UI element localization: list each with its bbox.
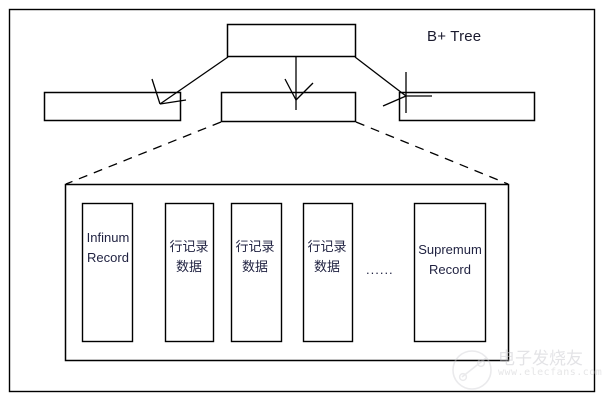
arrow-root-to-right-leaf [354,56,432,113]
expansion-connector-right [355,121,509,185]
cell-box-row-1[interactable] [164,202,215,343]
cell-label-row-3: 行记录 数据 [307,240,347,275]
watermark-logo-icon [452,350,492,390]
page-title: B+ Tree [427,28,482,45]
watermark: 电子发烧友 www.elecfans.com [452,342,603,396]
tree-leaf-node-middle[interactable] [220,91,357,123]
watermark-text: 电子发烧友 [498,349,583,369]
cell-box-supremum[interactable] [413,202,487,343]
tree-leaf-node-right[interactable] [398,91,536,122]
arrow-root-to-left-leaf [151,56,229,105]
expansion-connector-left [65,121,222,185]
cell-box-row-3[interactable] [302,202,354,343]
watermark-url: www.elecfans.com [498,367,603,378]
cell-label-supremum: Supremum Record [418,242,482,277]
cell-box-row-2[interactable] [230,202,283,343]
ellipsis-separator: ...... [366,262,394,277]
cell-label-row-2: 行记录 数据 [235,240,275,275]
tree-root-node[interactable] [226,23,357,58]
cell-label-row-1: 行记录 数据 [169,240,209,275]
arrow-root-to-middle-leaf [284,57,314,110]
cell-label-infimum: Infinum Record [86,230,130,265]
outer-border [8,8,596,393]
cell-box-infimum[interactable] [81,202,134,343]
tree-leaf-node-left[interactable] [43,91,182,122]
